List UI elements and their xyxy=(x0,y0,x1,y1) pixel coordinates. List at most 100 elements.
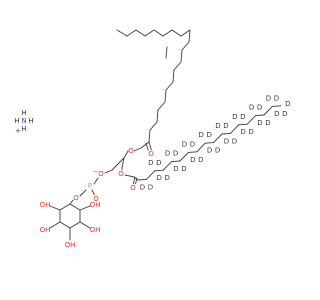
stearoyl-carbonyl-bond xyxy=(132,176,136,186)
atom-label-background xyxy=(240,128,246,136)
atom-label-background xyxy=(98,170,104,178)
stearoyl-chain-bond xyxy=(196,142,206,153)
stearoyl-chain-bond xyxy=(221,132,231,135)
deuterium-atom: D xyxy=(282,110,287,118)
stearoyl-chain-bond xyxy=(154,169,164,172)
oleoyl-chain-bond xyxy=(172,69,175,83)
atom-label-background xyxy=(223,122,229,130)
deuterium-atom: D xyxy=(274,110,279,118)
atom-label-background xyxy=(156,174,162,182)
atom-label-background xyxy=(190,156,196,164)
atom-label-background xyxy=(93,195,99,203)
deuterium-atom: D xyxy=(232,113,237,121)
atom-label-background xyxy=(265,119,271,127)
phosphate-oxo-oxygen: O xyxy=(93,195,99,203)
atom-label-background xyxy=(240,113,246,121)
oleoyl-chain-bond xyxy=(171,29,182,37)
atom-label-background xyxy=(148,150,154,158)
oleoyl-chain-bond xyxy=(140,141,150,149)
atom-label-background xyxy=(282,110,288,118)
deuterium-atom: D xyxy=(165,174,170,182)
phosphate-bond xyxy=(79,189,87,197)
inositol-ring-bond xyxy=(59,203,71,211)
inositol-ring-bond xyxy=(69,221,81,229)
stearoyl-carbonyl-bond xyxy=(124,174,135,178)
hydroxyl-bond xyxy=(49,221,61,229)
stearoyl-ester-oxygen: O xyxy=(118,170,124,178)
stearoyl-chain-bond xyxy=(271,105,282,107)
hydroxyl-group: OH xyxy=(90,226,101,234)
deuterium-atom: D xyxy=(265,119,270,127)
deuterium-atom: D xyxy=(207,131,212,139)
oleoyl-chain-bond xyxy=(149,121,158,131)
hydroxyl-bond xyxy=(79,221,91,229)
atom-label-background xyxy=(273,94,280,102)
deuterium-atom: D xyxy=(232,137,237,145)
atom-label-background xyxy=(164,150,171,158)
hydroxyl-bond xyxy=(49,205,61,211)
deuterium-atom: D xyxy=(274,94,279,102)
oleoyl-chain-bond xyxy=(180,29,191,37)
oleoyl-chain-bond xyxy=(156,109,159,123)
glycerol-bond xyxy=(123,150,129,159)
glycerol-bond xyxy=(116,157,125,166)
atom-label-background xyxy=(181,165,187,173)
oleoyl-chain-bond xyxy=(173,61,182,71)
atom-label-background xyxy=(181,140,188,148)
deuterium-atom: D xyxy=(223,122,228,130)
atom-label-background xyxy=(248,128,254,136)
atom-label-background xyxy=(42,226,48,234)
ammonium-hydrogen: H xyxy=(14,117,19,125)
oleoyl-chain-bond xyxy=(164,89,167,103)
deuterium-atom: D xyxy=(148,183,153,191)
deuterium-atom: D xyxy=(257,119,262,127)
atom-label-background xyxy=(173,165,179,173)
deuterium-atom: D xyxy=(148,159,153,167)
atom-label-background xyxy=(198,131,204,139)
deuterium-atom: D xyxy=(190,140,195,148)
deuterium-atom: D xyxy=(215,147,220,155)
cis-double-bond xyxy=(165,46,168,59)
ammonium-nitrogen: N xyxy=(21,117,26,125)
atom-label-background xyxy=(20,116,28,126)
phosphate-bridging-oxygen: O xyxy=(98,170,104,178)
stearoyl-chain-bond xyxy=(229,124,240,134)
glycerol-bond xyxy=(111,164,118,171)
oleoyl-chain-bond xyxy=(153,29,164,37)
hydroxyl-group: OH xyxy=(65,241,76,249)
atom-label-background xyxy=(164,174,170,182)
oleoyl-chain-bond xyxy=(144,29,155,37)
deuterium-atom: D xyxy=(285,100,290,108)
stearoyl-chain-bond xyxy=(204,142,215,144)
oleoyl-chain-bond xyxy=(165,81,174,91)
deuterium-atom: D xyxy=(156,159,161,167)
oleoyl-chain-bond xyxy=(188,29,191,43)
oleoyl-chain-bond xyxy=(126,29,137,37)
deuterium-atom: D xyxy=(207,147,212,155)
deuterium-atom: D xyxy=(198,156,203,164)
atom-label-background xyxy=(232,113,238,121)
stearoyl-chain-bond xyxy=(263,105,273,116)
atom-label-background xyxy=(148,159,154,167)
inositol-ring-bond xyxy=(69,203,81,211)
ammonium-hydrogen: H xyxy=(21,125,26,133)
atom-label-background xyxy=(189,140,196,148)
oleoyl-chain-bond xyxy=(162,29,173,37)
deuterium-atom: D xyxy=(266,94,271,102)
phosphate-negative-charge: − xyxy=(93,168,99,176)
atom-label-background xyxy=(248,104,255,112)
oleoyl-chain-bond xyxy=(135,29,146,37)
oleoyl-chain-bond xyxy=(181,41,190,51)
phosphorus-atom: P xyxy=(88,182,92,190)
atom-label-background xyxy=(223,137,230,145)
phosphate-bond xyxy=(93,177,99,185)
atom-label-background xyxy=(21,109,27,117)
atom-label-background xyxy=(128,147,134,155)
deuterium-atom: D xyxy=(249,128,254,136)
oleoyl-chain-bond xyxy=(180,49,183,63)
oleoyl-carbonyl-oxygen: O xyxy=(148,150,154,158)
stearoyl-chain-bond xyxy=(162,161,173,171)
atom-label-background xyxy=(28,117,34,125)
deuterium-atom: D xyxy=(173,150,178,158)
stearoyl-chain-bond xyxy=(145,170,156,180)
